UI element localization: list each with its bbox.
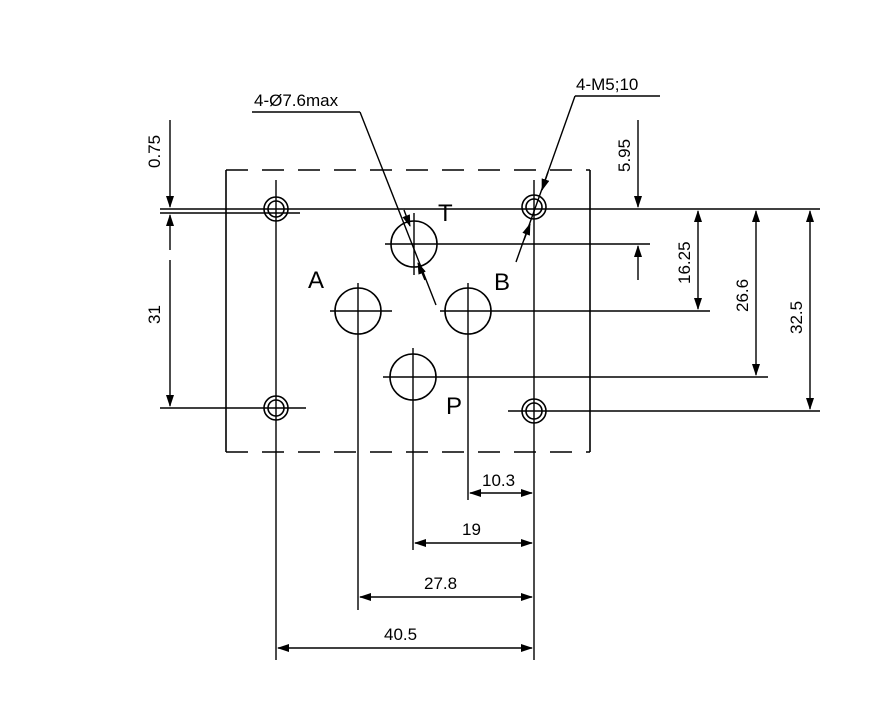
hole-callout-leader [252,111,437,306]
thread-callout-text: 4-M5;10 [576,75,638,94]
dim-27-8-label: 27.8 [424,574,457,593]
dim-31-label: 31 [145,305,164,324]
dim-16-25-label: 16.25 [675,241,694,284]
dim-10-3-label: 10.3 [482,471,515,490]
port-t-label: T [438,200,453,227]
plate-outline [225,169,591,453]
dim-5-95-label: 5.95 [615,139,634,172]
dim-26-6-label: 26.6 [733,279,752,312]
dim-32-5-label: 32.5 [787,301,806,334]
dim-0-75-label: 0.75 [145,135,164,168]
hole-callout-text: 4-Ø7.6max [254,91,339,110]
port-a-label: A [308,267,324,294]
dim-40-5-label: 40.5 [384,625,417,644]
port-p-label: P [446,393,462,420]
vertical-extension-lines [275,180,535,660]
port-b-label: B [494,269,510,296]
dim-19-label: 19 [462,520,481,539]
horizontal-extension-lines [160,208,820,412]
thread-callout-leader [515,95,660,263]
